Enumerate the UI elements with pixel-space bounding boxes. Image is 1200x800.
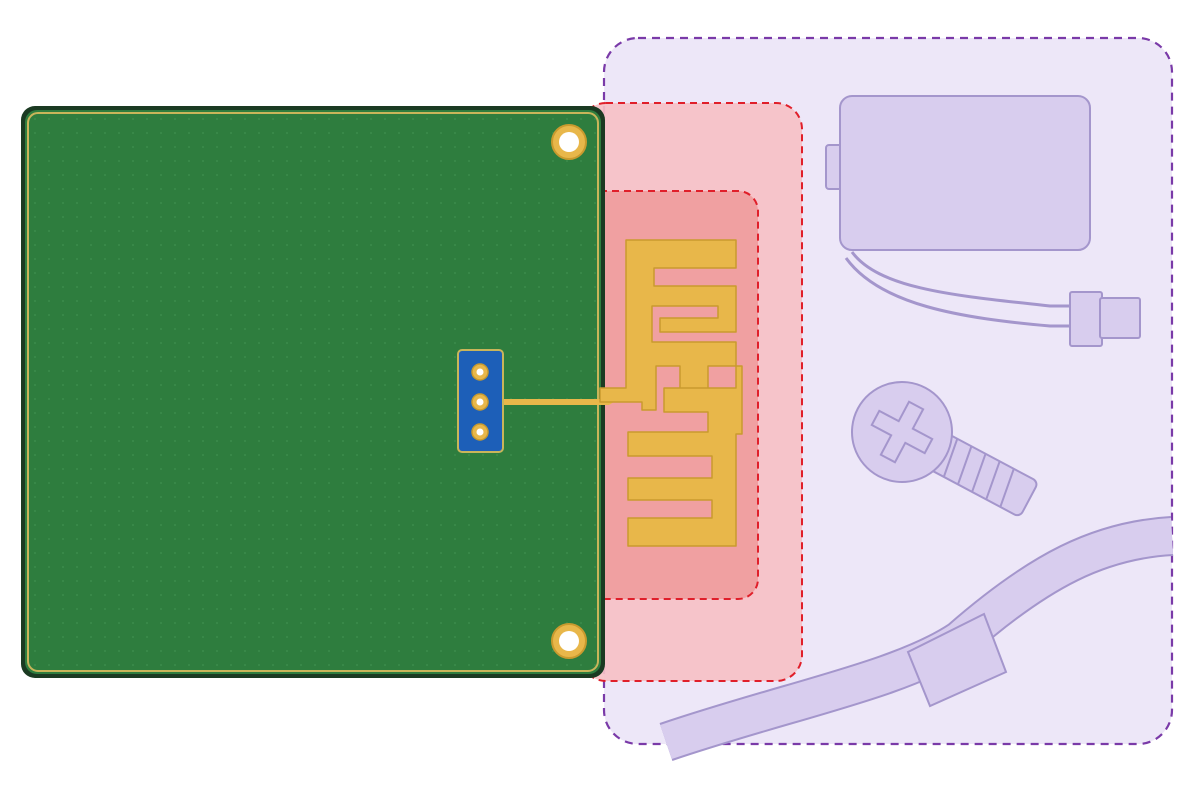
screw-icon: [851, 381, 1038, 517]
mounting-hole-bottom: [551, 623, 587, 659]
pcb-board: [21, 106, 605, 678]
battery-icon: [825, 95, 1141, 347]
meander-antenna-icon: [599, 239, 743, 547]
cable-icon: [659, 516, 1174, 761]
pin-header-icon: [457, 349, 504, 453]
mounting-hole-top: [551, 124, 587, 160]
